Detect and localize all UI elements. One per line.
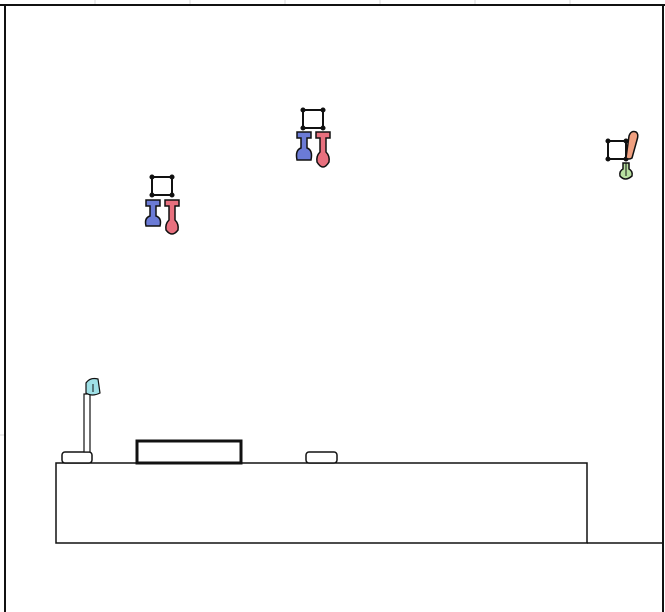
red-finger-middle	[316, 132, 330, 167]
red-finger-left	[165, 200, 179, 234]
small-block-left[interactable]	[62, 452, 92, 463]
stand-pole[interactable]	[84, 379, 100, 453]
blue-finger-left	[146, 200, 161, 226]
grid-ticks	[0, 0, 570, 435]
robot-gripper-middle[interactable]	[297, 108, 331, 167]
robot-gripper-left[interactable]	[146, 175, 180, 234]
robot-arm-right[interactable]	[606, 132, 638, 180]
blue-finger-middle	[297, 132, 312, 160]
orange-finger	[626, 132, 638, 160]
tray[interactable]	[137, 441, 241, 463]
small-block-right[interactable]	[306, 452, 337, 463]
table	[56, 463, 663, 543]
